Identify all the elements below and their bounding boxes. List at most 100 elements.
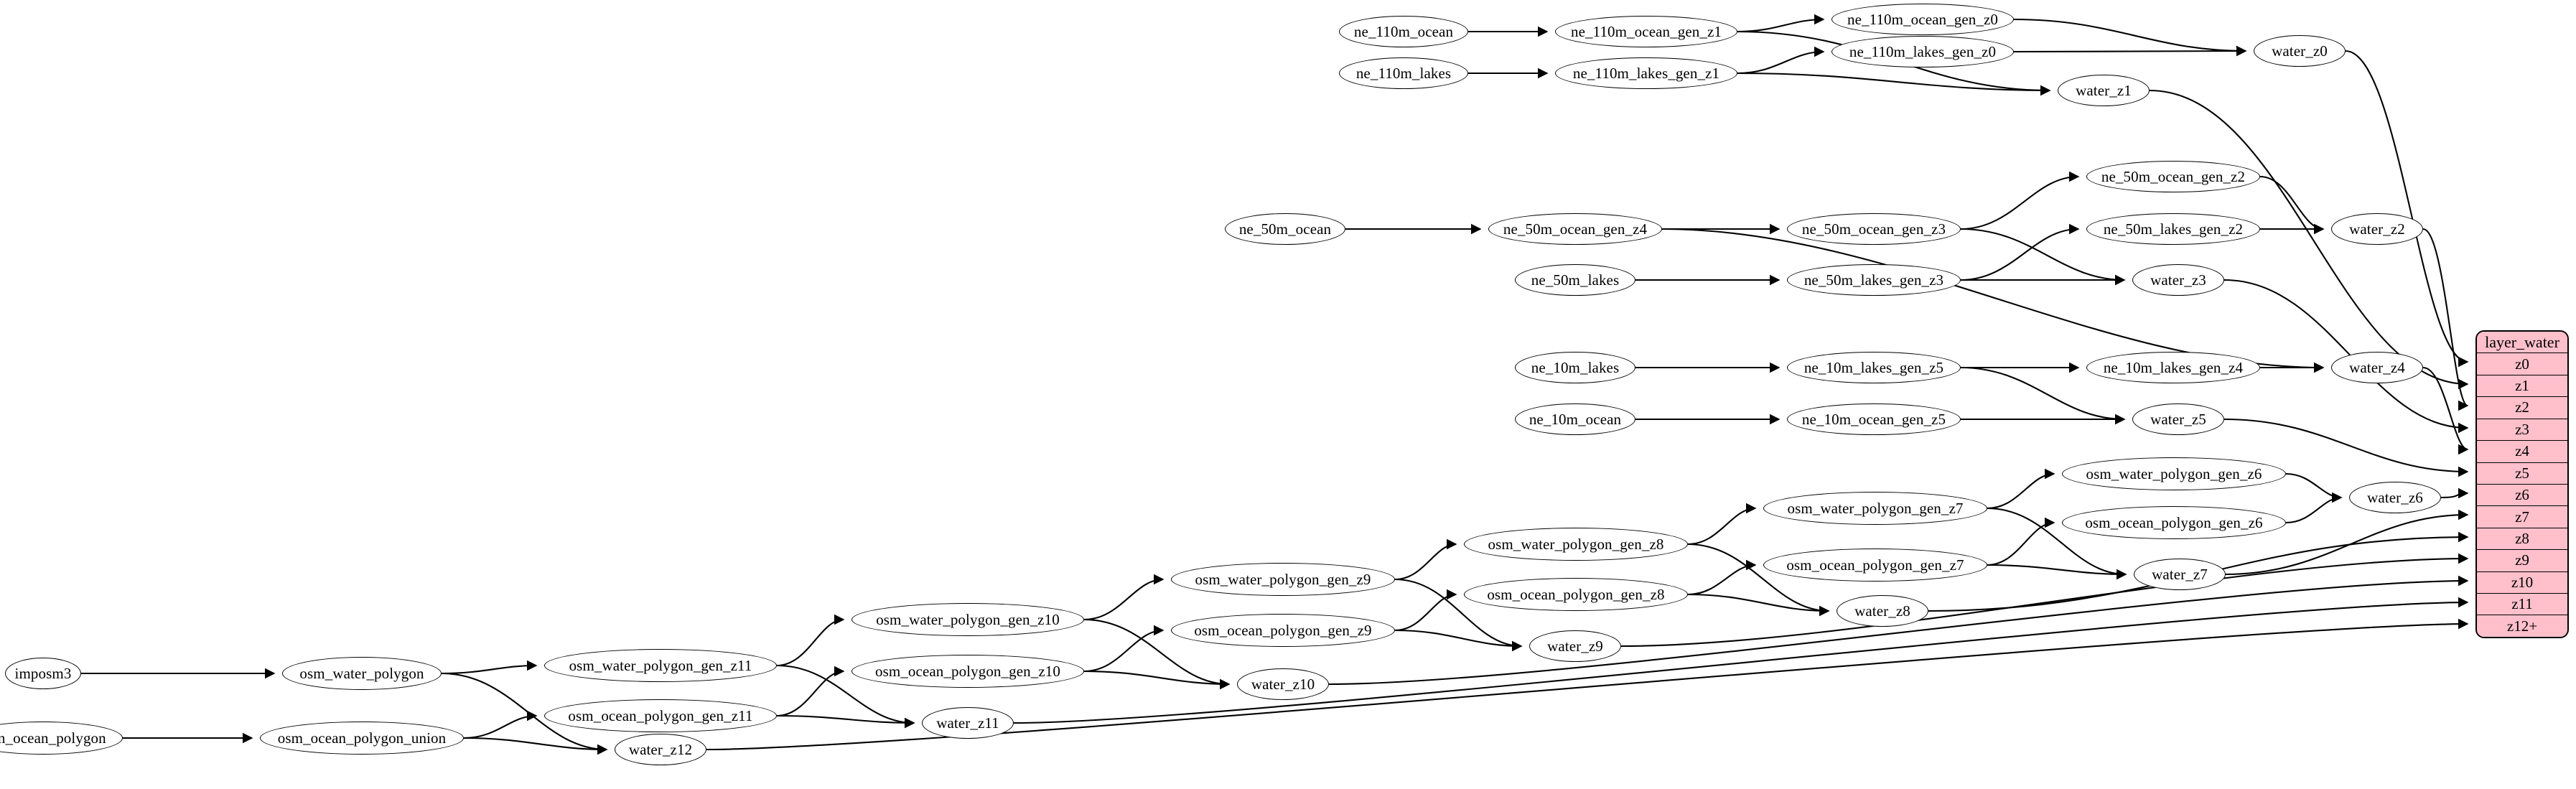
record-row-z0[interactable]: z0 [2477, 353, 2567, 375]
graph-node-water_z10[interactable]: water_z10 [1237, 668, 1329, 700]
graph-node-ne_10m_ocean[interactable]: ne_10m_ocean [1515, 403, 1635, 435]
graph-node-osm_ocean_polygon_gen_z7[interactable]: osm_ocean_polygon_gen_z7 [1763, 548, 1987, 582]
graph-node-osm_ocean_polygon_gen_z11[interactable]: osm_ocean_polygon_gen_z11 [544, 699, 777, 732]
graph-node-label: ne_50m_ocean [1238, 220, 1332, 238]
record-row-z9[interactable]: z9 [2477, 549, 2567, 571]
graph-node-osm_water_polygon[interactable]: osm_water_polygon [282, 657, 442, 690]
graph-node-ne_50m_lakes_gen_z2[interactable]: ne_50m_lakes_gen_z2 [2086, 213, 2260, 245]
graph-node-water_z9[interactable]: water_z9 [1529, 630, 1621, 662]
graph-node-label: ne_10m_ocean [1529, 410, 1622, 428]
graph-node-label: water_z7 [2152, 565, 2208, 583]
record-row-z3[interactable]: z3 [2477, 418, 2567, 441]
graph-node-label: water_z6 [2367, 488, 2423, 506]
record-row-z6[interactable]: z6 [2477, 483, 2567, 506]
graph-node-label: ne_110m_lakes_gen_z1 [1572, 64, 1720, 82]
graph-node-label: ne_110m_lakes [1355, 64, 1452, 82]
graph-node-osm_ocean_polygon_gen_z8[interactable]: osm_ocean_polygon_gen_z8 [1464, 578, 1688, 611]
graph-node-osm_ocean_polygon_gen_z10[interactable]: osm_ocean_polygon_gen_z10 [851, 655, 1084, 688]
graph-node-ne_110m_lakes_gen_z1[interactable]: ne_110m_lakes_gen_z1 [1555, 57, 1737, 89]
graph-node-ne_50m_lakes_gen_z3[interactable]: ne_50m_lakes_gen_z3 [1787, 264, 1961, 296]
graph-node-label: imposm3 [14, 664, 72, 682]
graph-node-ne_110m_lakes[interactable]: ne_110m_lakes [1339, 57, 1468, 89]
graph-node-ne_50m_ocean[interactable]: ne_50m_ocean [1225, 213, 1345, 245]
graph-node-water_z6[interactable]: water_z6 [2349, 482, 2441, 513]
graph-node-ne_50m_lakes[interactable]: ne_50m_lakes [1515, 264, 1635, 296]
graph-node-water_z5[interactable]: water_z5 [2132, 403, 2224, 435]
record-row-z10[interactable]: z10 [2477, 571, 2567, 594]
graph-node-label: ne_50m_lakes_gen_z2 [2103, 220, 2244, 238]
graph-node-ne_50m_ocean_gen_z2[interactable]: ne_50m_ocean_gen_z2 [2086, 161, 2260, 192]
graph-node-osm_water_polygon_gen_z11[interactable]: osm_water_polygon_gen_z11 [544, 649, 777, 682]
graph-node-label: ne_10m_lakes_gen_z4 [2103, 358, 2244, 376]
graph-node-water_z1[interactable]: water_z1 [2058, 75, 2150, 106]
graph-node-label: ne_50m_lakes_gen_z3 [1803, 271, 1944, 289]
graph-node-label: osm_ocean_polygon_gen_z10 [875, 662, 1060, 680]
graph-node-label: water_z4 [2349, 358, 2405, 376]
graph-node-label: ne_50m_ocean_gen_z3 [1801, 220, 1946, 238]
graph-node-water_z2[interactable]: water_z2 [2331, 213, 2423, 245]
graph-node-ne_10m_ocean_gen_z5[interactable]: ne_10m_ocean_gen_z5 [1787, 403, 1961, 435]
graph-node-water_z11[interactable]: water_z11 [922, 707, 1014, 739]
graph-node-ne_50m_ocean_gen_z3[interactable]: ne_50m_ocean_gen_z3 [1787, 213, 1961, 245]
graph-node-label: water_z0 [2272, 42, 2328, 60]
graph-node-label: osm_water_polygon_gen_z11 [569, 656, 752, 674]
graph-node-water_z12[interactable]: water_z12 [615, 734, 706, 765]
graph-node-label: ne_110m_ocean [1353, 22, 1454, 40]
graph-node-label: osm_ocean_polygon_gen_z11 [568, 706, 753, 724]
graph-node-osm_water_polygon_gen_z8[interactable]: osm_water_polygon_gen_z8 [1464, 528, 1688, 561]
graph-node-ne_10m_lakes[interactable]: ne_10m_lakes [1515, 352, 1635, 383]
graph-node-label: osm_ocean_polygon_union [277, 729, 447, 747]
graph-node-label: water_z2 [2349, 220, 2405, 238]
graph-node-water_z7[interactable]: water_z7 [2134, 559, 2226, 590]
record-row-z2[interactable]: z2 [2477, 396, 2567, 419]
graph-node-ne_110m_ocean[interactable]: ne_110m_ocean [1339, 16, 1468, 47]
graph-node-label: water_z9 [1547, 637, 1603, 655]
graph-node-osm_water_polygon_gen_z6[interactable]: osm_water_polygon_gen_z6 [2062, 457, 2286, 490]
graph-node-label: osm_ocean_polygon_gen_z9 [1194, 621, 1372, 639]
graph-node-label: ne_50m_lakes [1531, 271, 1620, 289]
graph-node-label: osm_ocean_polygon_gen_z7 [1786, 556, 1964, 574]
graph-node-ne_10m_lakes_gen_z5[interactable]: ne_10m_lakes_gen_z5 [1787, 352, 1961, 383]
graph-node-water_z3[interactable]: water_z3 [2132, 264, 2224, 296]
graph-node-osm_ocean_polygon_gen_z9[interactable]: osm_ocean_polygon_gen_z9 [1171, 614, 1395, 647]
graph-node-osm_water_polygon_gen_z9[interactable]: osm_water_polygon_gen_z9 [1171, 563, 1395, 596]
graph-node-osm_ocean_polygon_gen_z6[interactable]: osm_ocean_polygon_gen_z6 [2062, 506, 2286, 539]
graph-node-label: osm_water_polygon_gen_z8 [1488, 535, 1664, 553]
record-table-header: layer_water [2477, 332, 2567, 353]
graph-node-label: ne_50m_ocean_gen_z2 [2101, 167, 2246, 185]
graph-node-label: water_z5 [2150, 410, 2206, 428]
graph-node-label: osm_water_polygon_gen_z7 [1787, 499, 1964, 517]
graph-node-ne_50m_ocean_gen_z4[interactable]: ne_50m_ocean_gen_z4 [1488, 213, 1662, 245]
graph-node-osm_water_polygon_gen_z10[interactable]: osm_water_polygon_gen_z10 [851, 603, 1084, 636]
record-row-z7[interactable]: z7 [2477, 505, 2567, 528]
graph-node-osm_water_polygon_gen_z7[interactable]: osm_water_polygon_gen_z7 [1763, 492, 1987, 525]
graph-node-imposm3[interactable]: imposm3 [5, 658, 81, 689]
graph-node-ne_110m_lakes_gen_z0[interactable]: ne_110m_lakes_gen_z0 [1831, 36, 2014, 67]
graph-node-label: osm_ocean_polygon_gen_z6 [2085, 513, 2263, 531]
graph-node-water_z8[interactable]: water_z8 [1837, 595, 1928, 627]
graph-node-label: osm_water_polygon [299, 664, 424, 682]
graph-node-osm_ocean_polygon_union[interactable]: osm_ocean_polygon_union [260, 722, 464, 755]
graph-node-label: ne_110m_ocean_gen_z1 [1571, 22, 1722, 40]
graph-node-label: ne_50m_ocean_gen_z4 [1503, 220, 1648, 238]
graph-node-osm_ocean_polygon[interactable]: osm_ocean_polygon [0, 722, 123, 755]
record-row-z8[interactable]: z8 [2477, 527, 2567, 550]
record-row-z4[interactable]: z4 [2477, 440, 2567, 462]
graph-node-ne_110m_ocean_gen_z0[interactable]: ne_110m_ocean_gen_z0 [1831, 4, 2014, 35]
record-row-z5[interactable]: z5 [2477, 462, 2567, 484]
graph-node-water_z0[interactable]: water_z0 [2254, 35, 2346, 67]
record-row-z1[interactable]: z1 [2477, 374, 2567, 397]
graph-node-label: water_z1 [2076, 81, 2132, 99]
graph-node-ne_110m_ocean_gen_z1[interactable]: ne_110m_ocean_gen_z1 [1555, 16, 1737, 47]
graph-node-label: osm_water_polygon_gen_z9 [1195, 570, 1371, 588]
graph-node-water_z4[interactable]: water_z4 [2331, 352, 2423, 383]
record-row-z11[interactable]: z11 [2477, 593, 2567, 615]
graph-node-label: water_z8 [1854, 602, 1910, 620]
graph-node-label: water_z12 [628, 740, 693, 758]
graph-node-label: osm_ocean_polygon [0, 729, 106, 747]
graph-node-ne_10m_lakes_gen_z4[interactable]: ne_10m_lakes_gen_z4 [2086, 352, 2260, 383]
graph-node-label: ne_10m_lakes_gen_z5 [1803, 358, 1944, 376]
record-row-z12p[interactable]: z12+ [2477, 615, 2567, 637]
